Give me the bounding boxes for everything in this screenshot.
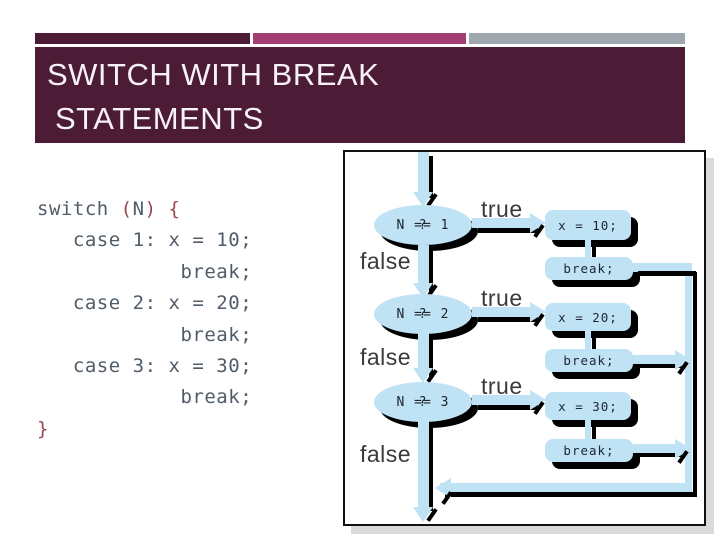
break-box-2: break; <box>545 349 633 372</box>
code-line: case 3: x = 30; <box>72 355 253 378</box>
true-label-3: true <box>481 373 523 399</box>
code-block: switch (N) { case 1: x = 10; break; case… <box>37 194 252 445</box>
action-box-1: x = 10; <box>545 210 631 240</box>
collector-line-shadow <box>693 272 697 496</box>
break-box-1: break; <box>545 257 633 280</box>
code-line: break; <box>180 260 253 283</box>
break-arm-2 <box>633 355 675 364</box>
action-label: x = 10; <box>558 217 618 233</box>
break-arm-shadow-3 <box>638 452 682 457</box>
true-arrow-shadow-2 <box>478 317 538 322</box>
true-arrow-shadow-3 <box>478 405 538 410</box>
exit-arrow-shadow <box>429 425 433 511</box>
code-line: case 1: x = 10; <box>72 229 253 252</box>
true-arrow-1 <box>472 218 530 228</box>
decision-condition: N == 3 <box>396 394 450 410</box>
title-line-2: STATEMENTS <box>55 101 264 136</box>
true-arrow-2 <box>472 307 530 317</box>
true-label-2: true <box>481 285 523 311</box>
flowchart-panel: N == 1 ? true x = 10; break; false N == … <box>343 150 706 526</box>
return-arrow <box>440 483 692 492</box>
break-arm-1 <box>633 263 692 272</box>
connector-shadow-3 <box>592 420 596 440</box>
decision-oval-3: N == 3 ? <box>374 382 472 422</box>
false-arrow-1 <box>418 245 429 283</box>
accent-bar-gray <box>469 33 685 44</box>
false-arrow-2 <box>418 333 429 368</box>
decision-question-mark: ? <box>418 306 428 322</box>
decision-condition: N == 1 <box>396 217 450 233</box>
slide-title: SWITCH WITH BREAK STATEMENTS <box>35 47 685 143</box>
code-line: break; <box>180 386 253 409</box>
false-label-1: false <box>360 248 412 274</box>
break-arm-shadow-2 <box>638 363 682 368</box>
return-arrow-shadow <box>445 492 697 497</box>
action-box-2: x = 20; <box>545 303 631 331</box>
connector-3 <box>585 420 591 439</box>
false-label-3: false <box>360 441 412 467</box>
connector-shadow-1 <box>592 240 596 259</box>
decision-condition: N == 2 <box>396 306 450 322</box>
decision-oval-2: N == 2 ? <box>374 294 472 334</box>
action-box-3: x = 30; <box>545 392 631 420</box>
decision-question-mark: ? <box>418 394 428 410</box>
break-label: break; <box>563 443 615 458</box>
action-label: x = 30; <box>558 398 618 414</box>
break-box-3: break; <box>545 439 633 462</box>
break-label: break; <box>563 353 615 368</box>
title-line-1: SWITCH WITH BREAK <box>47 57 380 92</box>
exit-arrow <box>418 421 429 507</box>
connector-2 <box>585 331 591 349</box>
connector-1 <box>585 240 591 257</box>
break-arm-shadow-1 <box>638 271 696 276</box>
decision-question-mark: ? <box>418 217 428 233</box>
break-arm-3 <box>633 444 675 453</box>
connector-shadow-2 <box>592 331 596 351</box>
code-line: switch (N) { <box>37 198 181 220</box>
action-label: x = 20; <box>558 309 618 325</box>
true-arrow-3 <box>472 395 530 405</box>
true-label-1: true <box>481 196 523 222</box>
false-arrow-shadow-1 <box>429 249 433 293</box>
accent-bar-pink <box>253 33 466 44</box>
code-line: } <box>37 417 49 440</box>
break-label: break; <box>563 261 615 276</box>
code-line: break; <box>180 323 253 346</box>
true-arrow-shadow-1 <box>478 228 538 233</box>
false-label-2: false <box>360 344 412 370</box>
false-arrow-shadow-2 <box>429 338 433 378</box>
code-line: case 2: x = 20; <box>72 292 253 315</box>
decision-oval-1: N == 1 ? <box>374 205 472 245</box>
entry-arrow <box>418 152 429 192</box>
entry-arrow-shadow <box>429 156 433 198</box>
collector-line <box>685 264 692 492</box>
accent-bar-maroon <box>35 33 250 44</box>
